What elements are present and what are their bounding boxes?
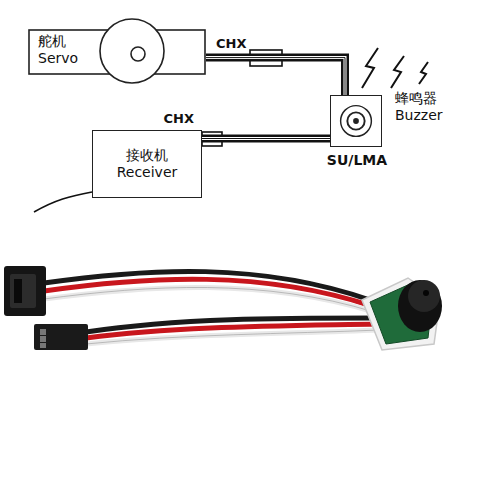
female-connector: [4, 266, 46, 316]
cable-lower: [86, 318, 380, 344]
servo-cable: [206, 58, 345, 95]
buzzer-box: SU/LMA蜂鸣器 Buzzer: [330, 95, 382, 147]
pin: [40, 336, 46, 342]
servo-cable: [202, 135, 330, 143]
buzzer-body: [398, 280, 442, 332]
bolt: [391, 56, 404, 88]
buzzer-ring: [347, 112, 364, 129]
bolt: [419, 62, 428, 84]
wire-edge: [44, 287, 374, 312]
buzzer-symbol: [331, 96, 381, 146]
cable-core: [206, 58, 345, 95]
cable-core: [202, 137, 330, 140]
connector-slot: [14, 279, 22, 303]
buzzer-disc: [341, 106, 372, 137]
servo-shaft: [131, 47, 145, 61]
connector-housing: [4, 266, 46, 316]
buzzer-hole: [423, 290, 429, 296]
bolt: [362, 48, 378, 88]
cable-upper: [44, 271, 374, 312]
sound-bolts: [362, 48, 428, 88]
channel-label: CHX: [214, 36, 248, 52]
wire-edge: [86, 330, 380, 344]
male-connector: [34, 324, 88, 350]
receiver-box: 接收机 Receiver: [92, 130, 202, 198]
cable-strand: [206, 58, 345, 95]
channel-label: CHX: [162, 111, 196, 127]
buzzer-label: 蜂鸣器 Buzzer: [395, 90, 451, 124]
wire-white: [44, 287, 374, 312]
wire-white: [86, 330, 380, 344]
pin: [40, 329, 46, 335]
servo-label: 舵机 Servo: [38, 33, 92, 67]
part-code: SU/LMA: [311, 152, 403, 169]
product-photo: [4, 266, 442, 350]
servo-shape: 舵机 Servo: [28, 18, 206, 84]
receiver-label: 接收机 Receiver: [107, 147, 187, 181]
buzzer-top: [408, 280, 440, 312]
buzzer-center: [353, 118, 359, 124]
servo-horn: [100, 19, 164, 83]
buzzer-module: [362, 278, 442, 350]
connector-housing: [34, 324, 88, 350]
antenna-wire: [34, 192, 92, 212]
connector-face: [10, 274, 36, 308]
pin: [40, 343, 46, 348]
cable-strand: [202, 138, 330, 139]
